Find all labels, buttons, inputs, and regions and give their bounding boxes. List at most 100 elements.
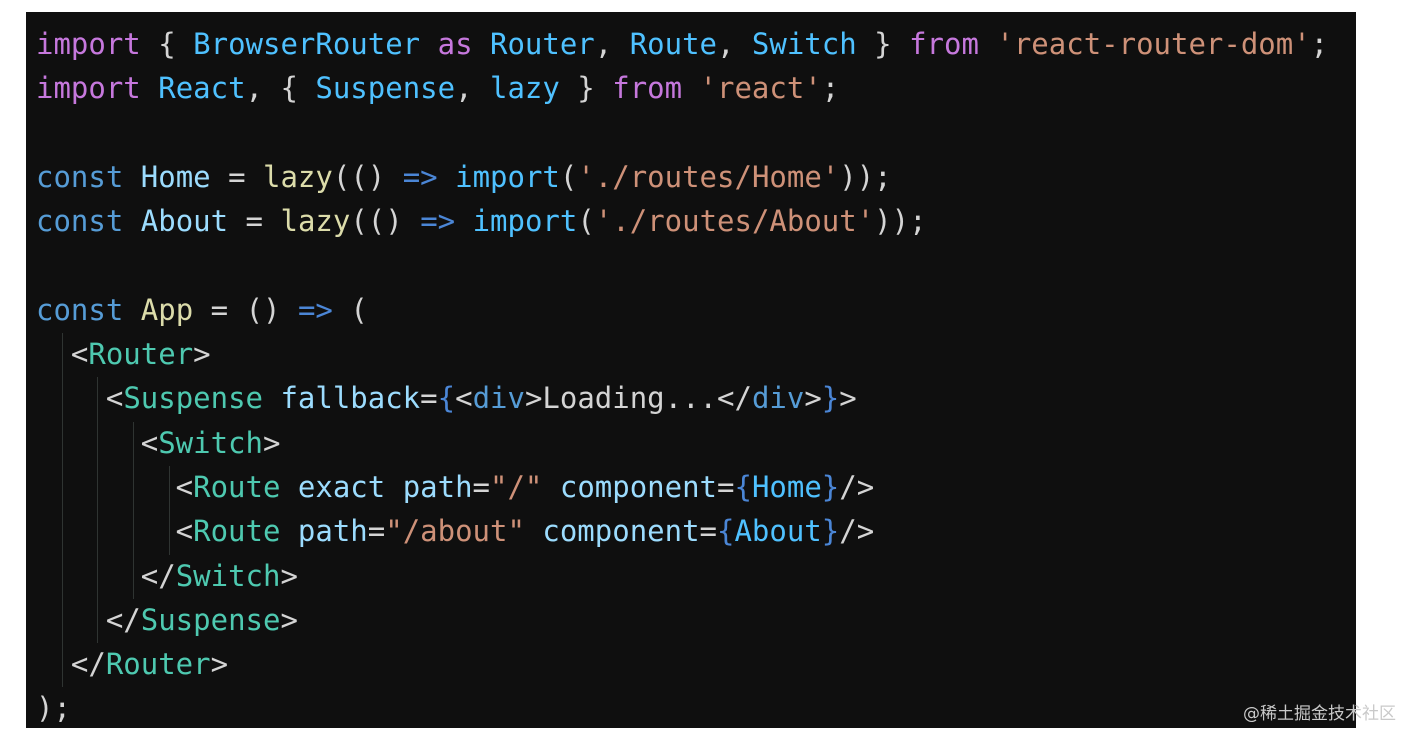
- code-token: import: [472, 204, 578, 239]
- code-token: {: [734, 469, 752, 504]
- code-token: lazy: [263, 159, 333, 194]
- code-token: [682, 71, 699, 105]
- code-token: >: [210, 647, 229, 682]
- code-token: Switch: [158, 425, 263, 460]
- code-token: =: [228, 204, 281, 239]
- code-token: const: [36, 159, 124, 194]
- code-token: 'react-router-dom': [996, 27, 1311, 61]
- code-line: <Suspense fallback={<div>Loading...</div…: [36, 376, 1328, 420]
- code-line: const About = lazy(() => import('./route…: [36, 199, 1328, 243]
- code-token: (: [350, 204, 368, 239]
- code-token: (): [367, 204, 403, 239]
- code-token: Suspense: [315, 71, 456, 106]
- code-token: =>: [402, 159, 438, 194]
- code-token: <: [36, 469, 194, 504]
- code-token: =>: [420, 204, 456, 239]
- code-token: About: [734, 514, 822, 549]
- code-token: const: [36, 204, 124, 239]
- code-token: [979, 27, 996, 61]
- code-token: About: [140, 204, 229, 239]
- code-token: import: [455, 159, 560, 194]
- code-token: =>: [297, 292, 333, 327]
- code-token: [420, 27, 437, 61]
- code-token: Router: [88, 337, 194, 372]
- code-token: ));: [874, 204, 927, 239]
- code-token: ;: [821, 71, 840, 106]
- code-token: from: [909, 27, 979, 61]
- code-token: Route: [193, 469, 281, 504]
- code-token: );: [36, 691, 71, 726]
- code-token: as: [437, 27, 473, 61]
- code-token: [123, 204, 140, 238]
- code-token: const: [36, 292, 124, 327]
- code-token: './routes/Home': [577, 159, 840, 194]
- code-token: Home: [751, 469, 822, 504]
- code-token: Switch: [751, 27, 857, 61]
- code-token: </: [36, 647, 106, 682]
- code-token: div: [751, 381, 805, 416]
- code-token: [385, 470, 402, 504]
- code-token: (: [559, 159, 578, 194]
- code-line: </Suspense>: [36, 598, 1328, 642]
- code-token: }: [856, 27, 910, 61]
- code-token: 'react': [699, 71, 822, 106]
- code-token: <: [455, 381, 473, 416]
- code-line: <Router>: [36, 332, 1328, 376]
- code-token: Router: [490, 27, 595, 61]
- code-line: const App = () => (: [36, 288, 1328, 332]
- code-token: Router: [105, 647, 211, 682]
- code-token: [280, 293, 297, 327]
- code-token: =: [210, 159, 264, 194]
- code-token: component: [559, 469, 718, 504]
- code-token: ));: [839, 159, 892, 194]
- code-line: [36, 243, 1328, 287]
- code-token: "/about": [385, 514, 525, 549]
- code-token: <: [36, 381, 124, 416]
- code-token: =: [420, 381, 438, 416]
- code-token: >Loading...</: [524, 381, 752, 416]
- code-token: />: [839, 469, 875, 504]
- code-token: div: [472, 381, 525, 416]
- code-token: Switch: [175, 558, 281, 593]
- code-token: =: [717, 469, 735, 504]
- indent-guide-3: [133, 422, 134, 599]
- code-token: Suspense: [123, 381, 263, 416]
- code-token: (: [577, 204, 595, 239]
- indent-guide-4: [169, 466, 170, 555]
- code-line: const Home = lazy(() => import('./routes…: [36, 155, 1328, 199]
- code-token: =: [193, 292, 246, 327]
- code-token: exact: [297, 469, 386, 504]
- code-token: path: [402, 469, 473, 504]
- code-token: './routes/About': [594, 204, 875, 239]
- code-token: <: [36, 425, 159, 460]
- code-token: >: [262, 425, 281, 460]
- code-token: >: [280, 602, 298, 637]
- code-token: [542, 470, 559, 504]
- code-token: }: [821, 469, 840, 504]
- code-line: </Router>: [36, 642, 1328, 686]
- code-token: [280, 514, 297, 548]
- code-token: }: [821, 514, 840, 549]
- code-token: lazy: [490, 71, 560, 106]
- code-token: >: [839, 381, 857, 416]
- code-token: path: [297, 514, 368, 549]
- indent-guide-2: [97, 377, 98, 643]
- code-token: [473, 27, 490, 61]
- code-token: Route: [193, 514, 281, 549]
- code-token: }: [559, 71, 613, 106]
- code-token: [263, 381, 280, 415]
- code-token: BrowserRouter: [193, 27, 421, 61]
- code-token: [280, 470, 297, 504]
- code-token: >: [804, 381, 822, 416]
- code-token: ;: [1310, 27, 1329, 61]
- code-token: [438, 160, 455, 194]
- code-line: import React, { Suspense, lazy } from 'r…: [36, 66, 1328, 110]
- code-token: </: [36, 558, 176, 593]
- code-token: ,: [717, 27, 752, 61]
- code-token: [385, 160, 402, 194]
- code-editor: import { BrowserRouter as Router, Route,…: [26, 12, 1356, 728]
- code-line: <Route path="/about" component={About}/>: [36, 509, 1328, 553]
- code-token: import: [36, 27, 141, 61]
- code-token: component: [542, 514, 700, 549]
- code-token: (): [245, 292, 281, 327]
